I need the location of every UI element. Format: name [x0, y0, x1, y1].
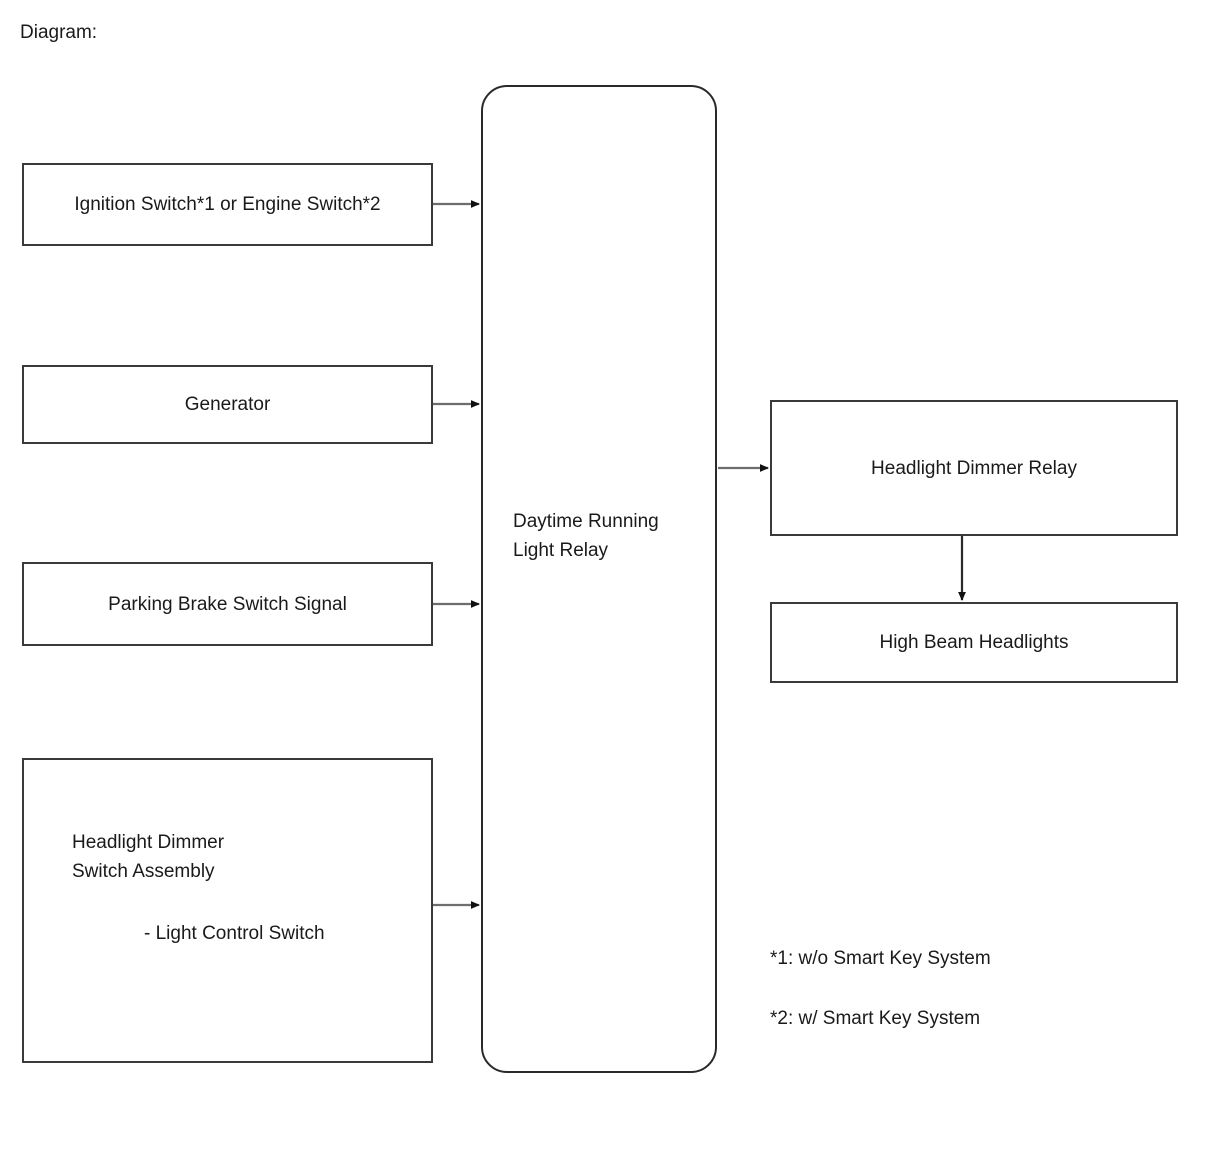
node-generator-label: Generator: [184, 394, 271, 415]
node-ignition-switch-label: Ignition Switch*1 or Engine Switch*2: [74, 194, 381, 215]
node-headlight-dimmer-relay-label: Headlight Dimmer Relay: [871, 457, 1077, 479]
node-high-beam-headlights-label: High Beam Headlights: [879, 632, 1069, 653]
node-ignition-switch[interactable]: Ignition Switch*1 or Engine Switch*2: [22, 163, 433, 246]
node-daytime-running-light-relay[interactable]: Daytime Running Light Relay: [481, 85, 717, 1073]
node-generator[interactable]: Generator: [22, 365, 433, 444]
node-dimmer-switch-label: Headlight Dimmer Switch Assembly: [72, 832, 225, 882]
node-daytime-running-light-relay-label: Daytime Running Light Relay: [513, 511, 659, 561]
node-parking-brake-switch-signal[interactable]: Parking Brake Switch Signal: [22, 562, 433, 646]
node-dimmer-switch-sub-label: - Light Control Switch: [144, 923, 325, 944]
node-headlight-dimmer-relay[interactable]: Headlight Dimmer Relay: [770, 400, 1178, 536]
node-headlight-dimmer-switch-assembly[interactable]: Headlight Dimmer Switch Assembly - Light…: [22, 758, 433, 1063]
footnote-1: *1: w/o Smart Key System: [770, 948, 991, 969]
node-parking-brake-label: Parking Brake Switch Signal: [108, 593, 347, 615]
node-high-beam-headlights[interactable]: High Beam Headlights: [770, 602, 1178, 683]
footnote-2: *2: w/ Smart Key System: [770, 1008, 981, 1029]
page-caption: Diagram:: [20, 22, 98, 43]
